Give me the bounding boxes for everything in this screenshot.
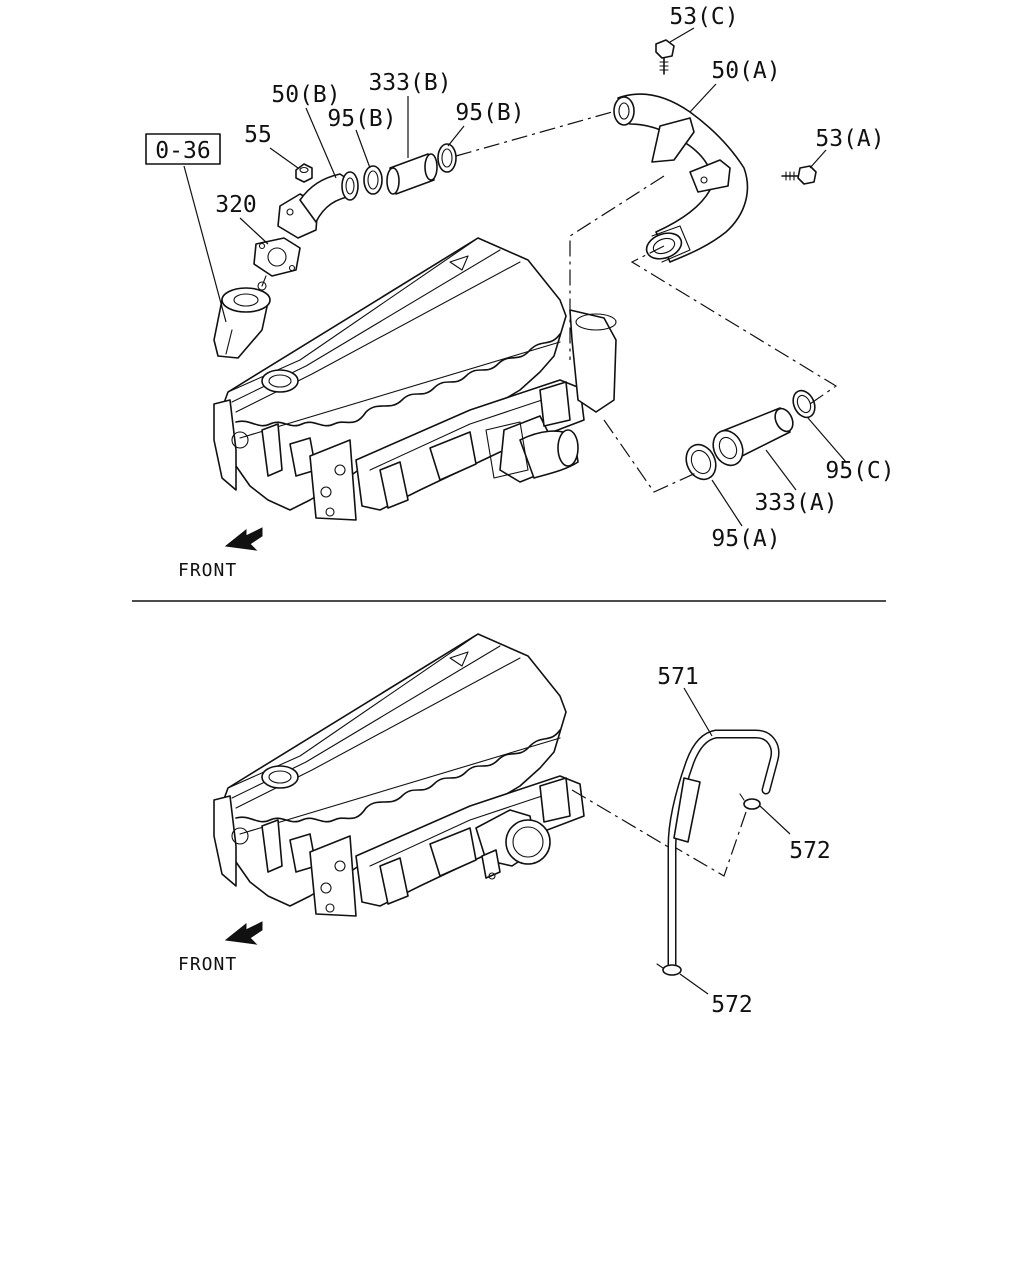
tube-571 [667, 729, 780, 975]
arrow-icon [224, 921, 263, 945]
assembly-line-50a-hose [630, 245, 838, 405]
leader-53c [669, 27, 695, 43]
clamp-572-lower [656, 963, 682, 976]
nut-55 [295, 163, 313, 183]
leader-55 [269, 147, 299, 169]
pipe-50b [277, 171, 359, 239]
label-95a: 95(A) [711, 526, 780, 552]
leader-95b-right [447, 125, 465, 147]
label-572-lower: 572 [711, 992, 753, 1018]
assembly-line-hose-engine [603, 419, 699, 493]
clamp-95b-left [363, 165, 383, 195]
leader-95a [711, 479, 743, 527]
label-50a: 50(A) [711, 58, 780, 84]
label-572-upper: 572 [789, 838, 831, 864]
assembly-line-571 [571, 789, 671, 849]
assembly-line-50a-50b [455, 111, 613, 157]
engine-block-bottom [213, 633, 585, 917]
assembly-line-572 [675, 811, 747, 877]
clamp-95a [685, 443, 717, 481]
label-50b: 50(B) [271, 82, 340, 108]
leader-50a [689, 83, 717, 113]
leader-572-upper [759, 805, 791, 835]
front-label-top: FRONT [178, 560, 237, 581]
clamp-572-upper [739, 793, 761, 810]
pipe-50a [613, 93, 749, 263]
label-333b: 333(B) [368, 70, 451, 96]
engine-block-top [213, 237, 617, 521]
leader-320 [239, 217, 269, 245]
label-320: 320 [215, 192, 257, 218]
leader-95c [807, 417, 847, 463]
leader-0-36 [183, 165, 227, 323]
label-95b-left: 95(B) [327, 106, 396, 132]
bolt-53a [781, 165, 817, 185]
leader-95b-left [355, 129, 371, 169]
leader-571 [683, 687, 713, 737]
assembly-line-50a-rear [569, 175, 665, 360]
arrow-icon [224, 527, 263, 551]
label-53c: 53(C) [669, 4, 738, 30]
label-333a: 333(A) [754, 490, 837, 516]
reference-box-0-36[interactable]: 0-36 [145, 133, 221, 165]
clamp-95c [792, 389, 816, 419]
gasket-320 [253, 237, 301, 277]
leader-53a [809, 149, 827, 169]
hose-333b [386, 153, 438, 195]
label-95b-right: 95(B) [455, 100, 524, 126]
leader-572-lower [679, 973, 709, 995]
bolt-53c [655, 39, 675, 75]
hose-333a [712, 407, 794, 467]
top-engine-assembly: 0-36 53(C) 50(A) 53(A) 333(B) 50(B) 95(B… [145, 4, 895, 581]
leader-50b [305, 107, 337, 179]
bottom-engine-assembly: 571 572 572 FRONT [178, 633, 831, 1018]
front-arrow-bottom: FRONT [178, 921, 263, 975]
label-571: 571 [657, 664, 699, 690]
front-arrow-top: FRONT [178, 527, 263, 581]
ref-label: 0-36 [155, 138, 210, 164]
label-55: 55 [244, 122, 272, 148]
clamp-95b-right [437, 143, 457, 173]
label-53a: 53(A) [815, 126, 884, 152]
leader-333a [765, 449, 797, 491]
label-95c: 95(C) [825, 458, 894, 484]
front-label-bottom: FRONT [178, 954, 237, 975]
thermostat-housing [213, 275, 271, 359]
